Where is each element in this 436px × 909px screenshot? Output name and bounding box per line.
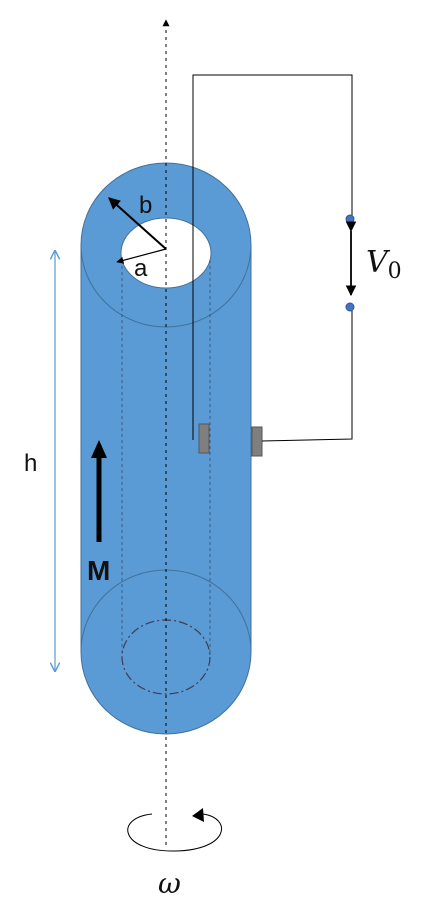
magnetization-label: M	[87, 555, 110, 586]
inner-contact	[198, 423, 210, 454]
hollow-cylinder	[80, 162, 252, 735]
wire-outer	[261, 307, 353, 442]
rotation-indicator	[127, 813, 222, 852]
magnetization-arrowhead	[91, 440, 107, 458]
voltage-symbol: V	[366, 245, 391, 280]
terminal-bottom	[345, 302, 355, 312]
rotation-indicator-arrowhead	[192, 808, 204, 822]
terminal-top	[345, 214, 355, 224]
measurement-circuit	[192, 74, 353, 442]
outer-radius-arrow	[108, 197, 167, 250]
outer-contact	[251, 426, 263, 457]
inner-radius-label: a	[134, 255, 148, 282]
wire-inner	[192, 74, 353, 440]
angular-velocity-label: ω	[158, 867, 181, 900]
height-label: h	[24, 450, 37, 477]
voltage-subscript: 0	[388, 259, 402, 284]
outer-radius-label: b	[139, 192, 152, 219]
inner-radius-arrow	[116, 248, 167, 264]
voltage-label: V0	[366, 245, 402, 284]
cylinder-bore-opening	[120, 217, 212, 289]
